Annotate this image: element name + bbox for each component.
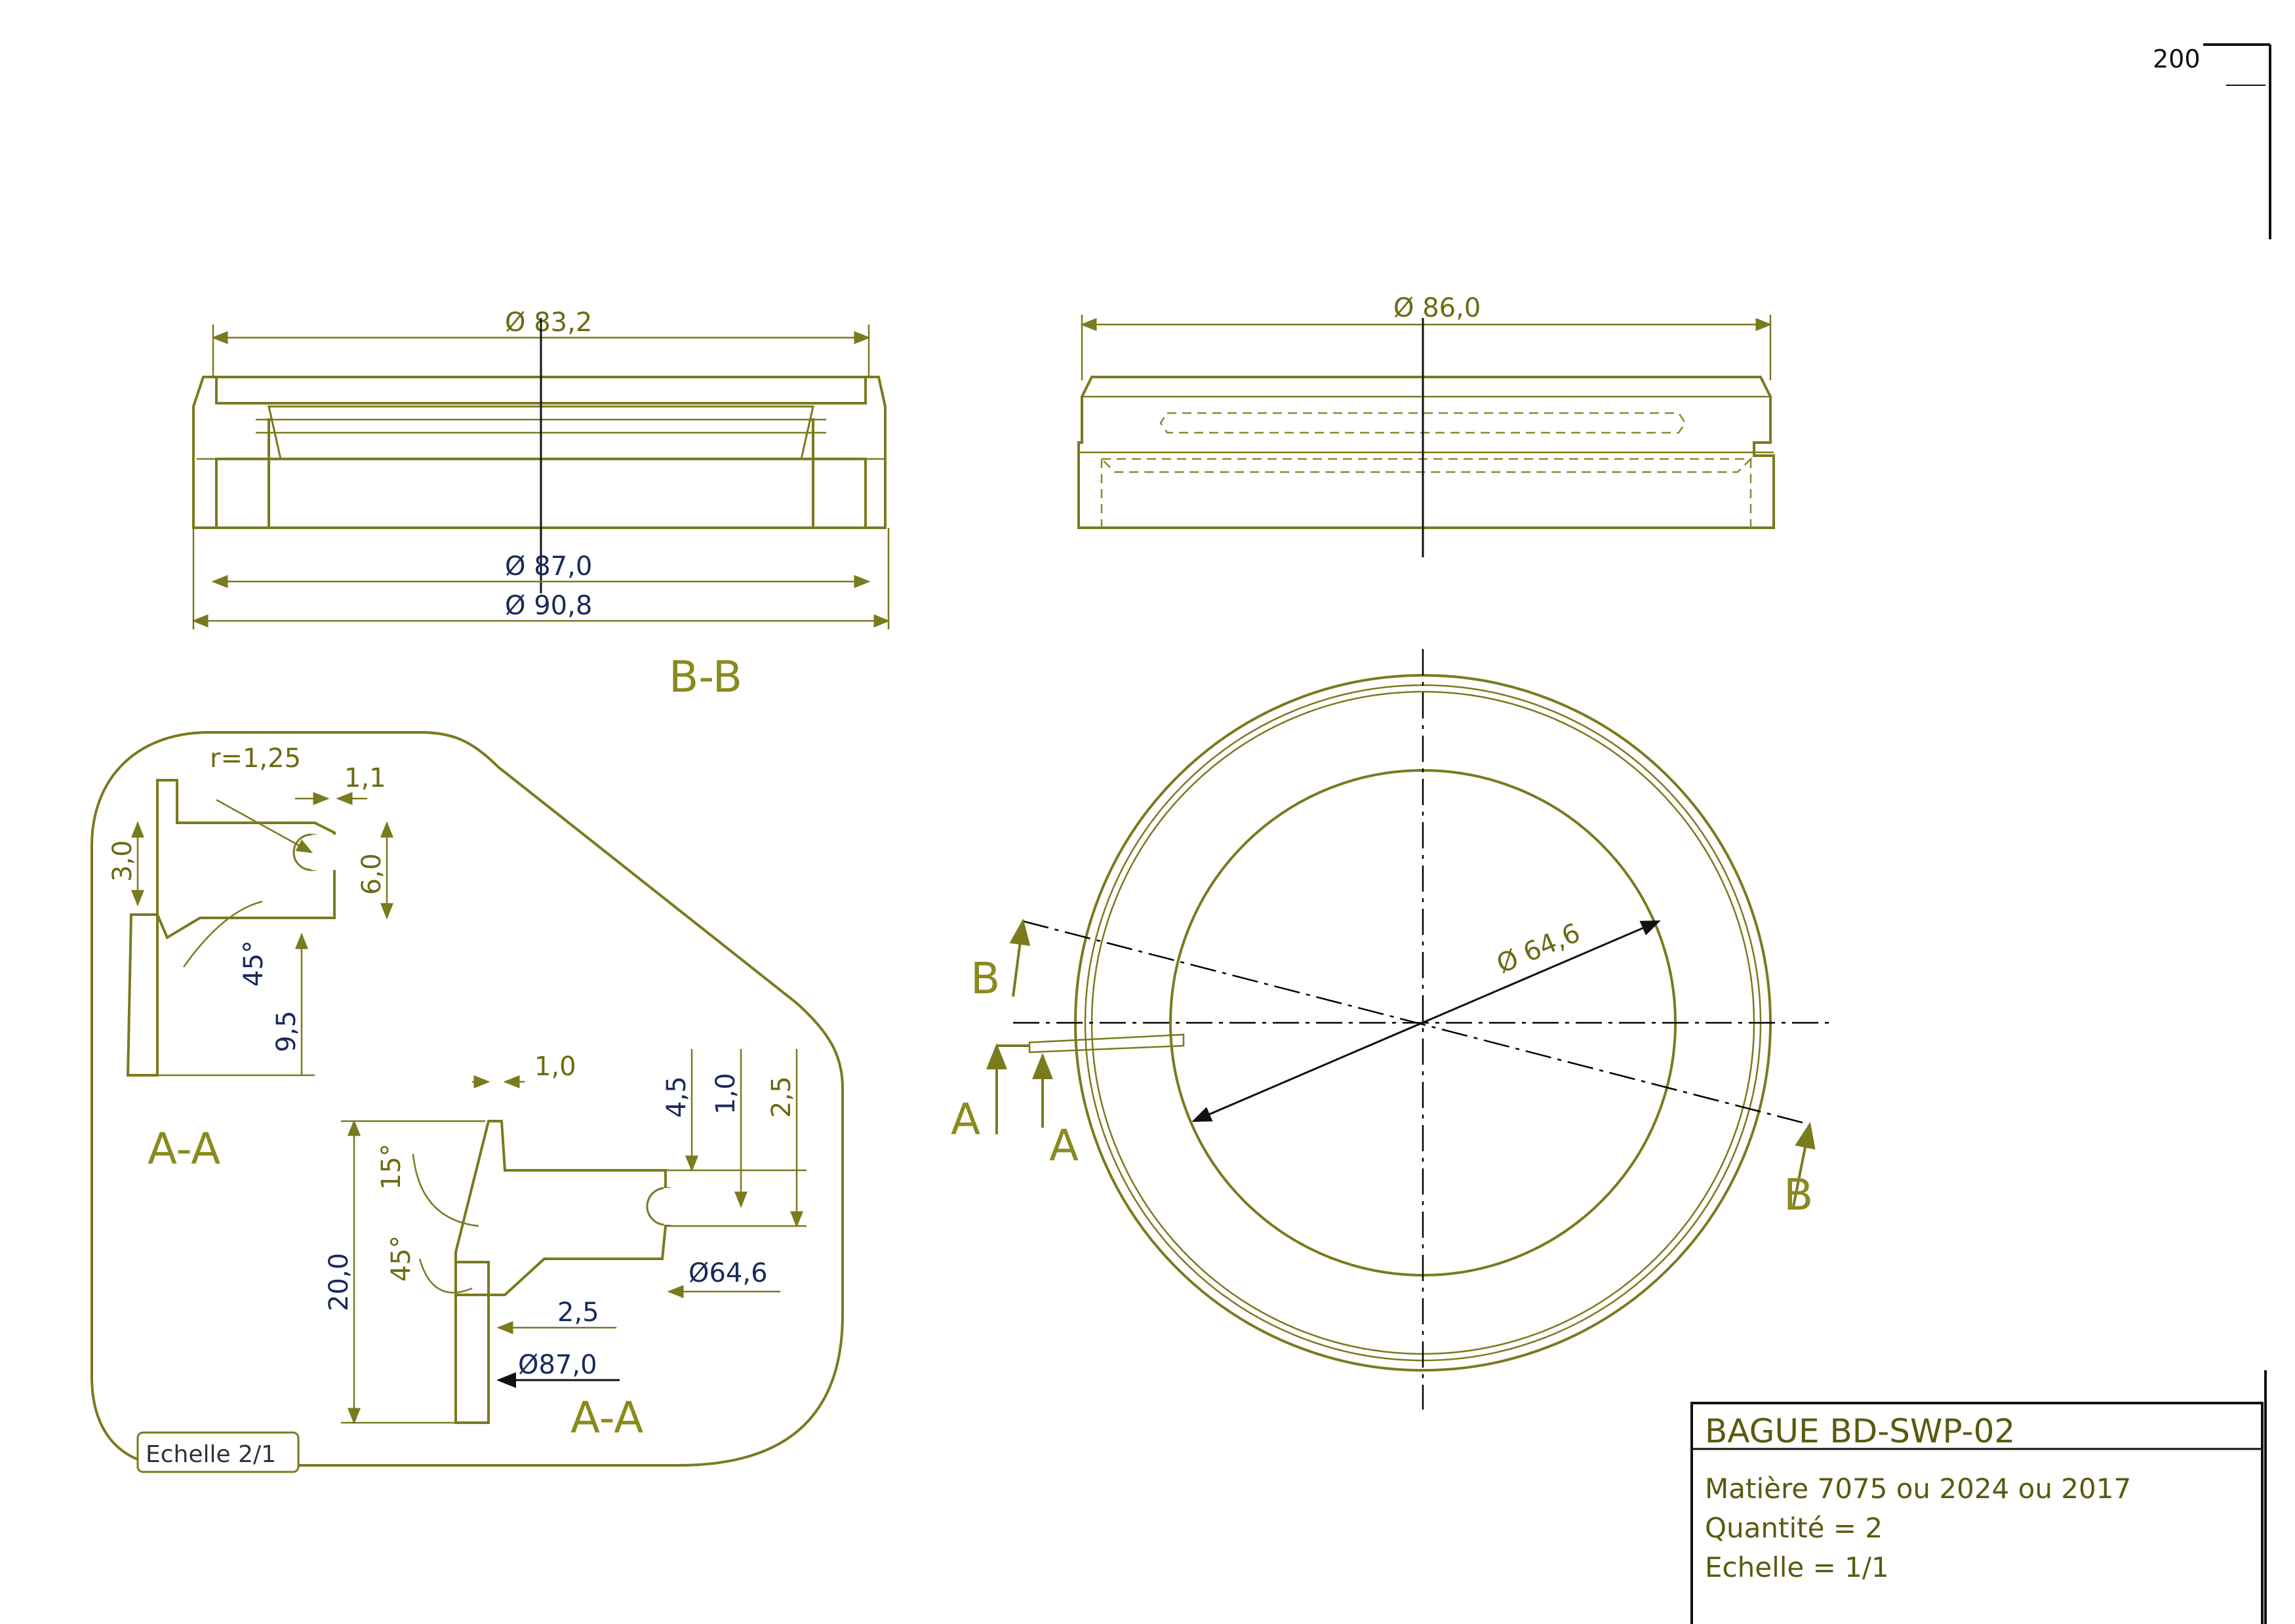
side-view: Ø 86,0 — [1077, 293, 1775, 557]
title-block-quantity: Quantité = 2 — [1705, 1512, 1883, 1544]
detail-top-radius: r=1,25 — [210, 743, 301, 774]
detail-top-d1: 1,1 — [344, 763, 386, 793]
detail-scale-box — [136, 1431, 300, 1473]
title-block-title: BAGUE BD-SWP-02 — [1705, 1412, 2015, 1450]
title-block-scale: Echelle = 1/1 — [1705, 1551, 1889, 1583]
plan-view: Ø 64,6 A A B B — [951, 649, 1829, 1410]
detail-top-d4: 9,5 — [271, 1010, 302, 1052]
title-block-material: Matière 7075 ou 2024 ou 2017 — [1705, 1473, 2131, 1505]
dim-b-b-bottom: Ø 90,8 — [505, 591, 592, 621]
detail-bottom-label: A-A — [570, 1393, 643, 1443]
cut-b-top: B — [970, 953, 1000, 1004]
detail-bottom-d4: 2,5 — [767, 1076, 797, 1118]
detail-bottom-height: 20,0 — [324, 1253, 354, 1311]
detail-bottom-d1: 1,0 — [534, 1052, 576, 1082]
section-b-b-label: B-B — [669, 652, 742, 702]
detail-top: r=1,25 1,1 3,0 6,0 45° 9,5 A-A — [108, 743, 393, 1174]
detail-scale: Echelle 2/1 — [146, 1441, 276, 1468]
detail-bottom-angle15: 15° — [376, 1143, 407, 1190]
detail-top-angle: 45° — [239, 940, 269, 987]
page-frame: 200 — [2153, 43, 2271, 239]
title-block: BAGUE BD-SWP-02 Matière 7075 ou 2024 ou … — [1690, 1370, 2267, 1624]
dim-plan-inner: Ø 64,6 — [1492, 918, 1585, 980]
detail-top-label: A-A — [148, 1124, 220, 1174]
detail-bottom-dia1: Ø64,6 — [688, 1258, 768, 1288]
cut-a-left: A — [951, 1094, 980, 1145]
dim-b-b-mid: Ø 87,0 — [505, 551, 592, 582]
section-b-b-view: Ø 83,2 Ø 87,0 Ø 90,8 B-B — [191, 307, 890, 702]
detail-bottom-angle45: 45° — [386, 1235, 416, 1282]
page-number: 200 — [2153, 45, 2201, 73]
detail-bottom-dia3: Ø87,0 — [518, 1350, 597, 1380]
detail-bottom-dia2: 2,5 — [557, 1297, 599, 1328]
dim-side-top: Ø 86,0 — [1393, 293, 1481, 323]
detail-bottom-d3: 1,0 — [711, 1073, 741, 1115]
cut-a-right: A — [1049, 1120, 1079, 1171]
cut-b-bottom: B — [1784, 1170, 1813, 1220]
detail-bottom: 1,0 4,5 1,0 2,5 15° 45° 20,0 Ø64,6 2,5 Ø… — [324, 1049, 807, 1443]
dim-b-b-top: Ø 83,2 — [505, 307, 592, 338]
detail-bottom-d2: 4,5 — [662, 1076, 692, 1118]
detail-panel: r=1,25 1,1 3,0 6,0 45° 9,5 A-A 1,0 4,5 — [90, 731, 844, 1473]
detail-top-d3: 6,0 — [357, 853, 387, 895]
detail-top-d2: 3,0 — [108, 840, 138, 882]
